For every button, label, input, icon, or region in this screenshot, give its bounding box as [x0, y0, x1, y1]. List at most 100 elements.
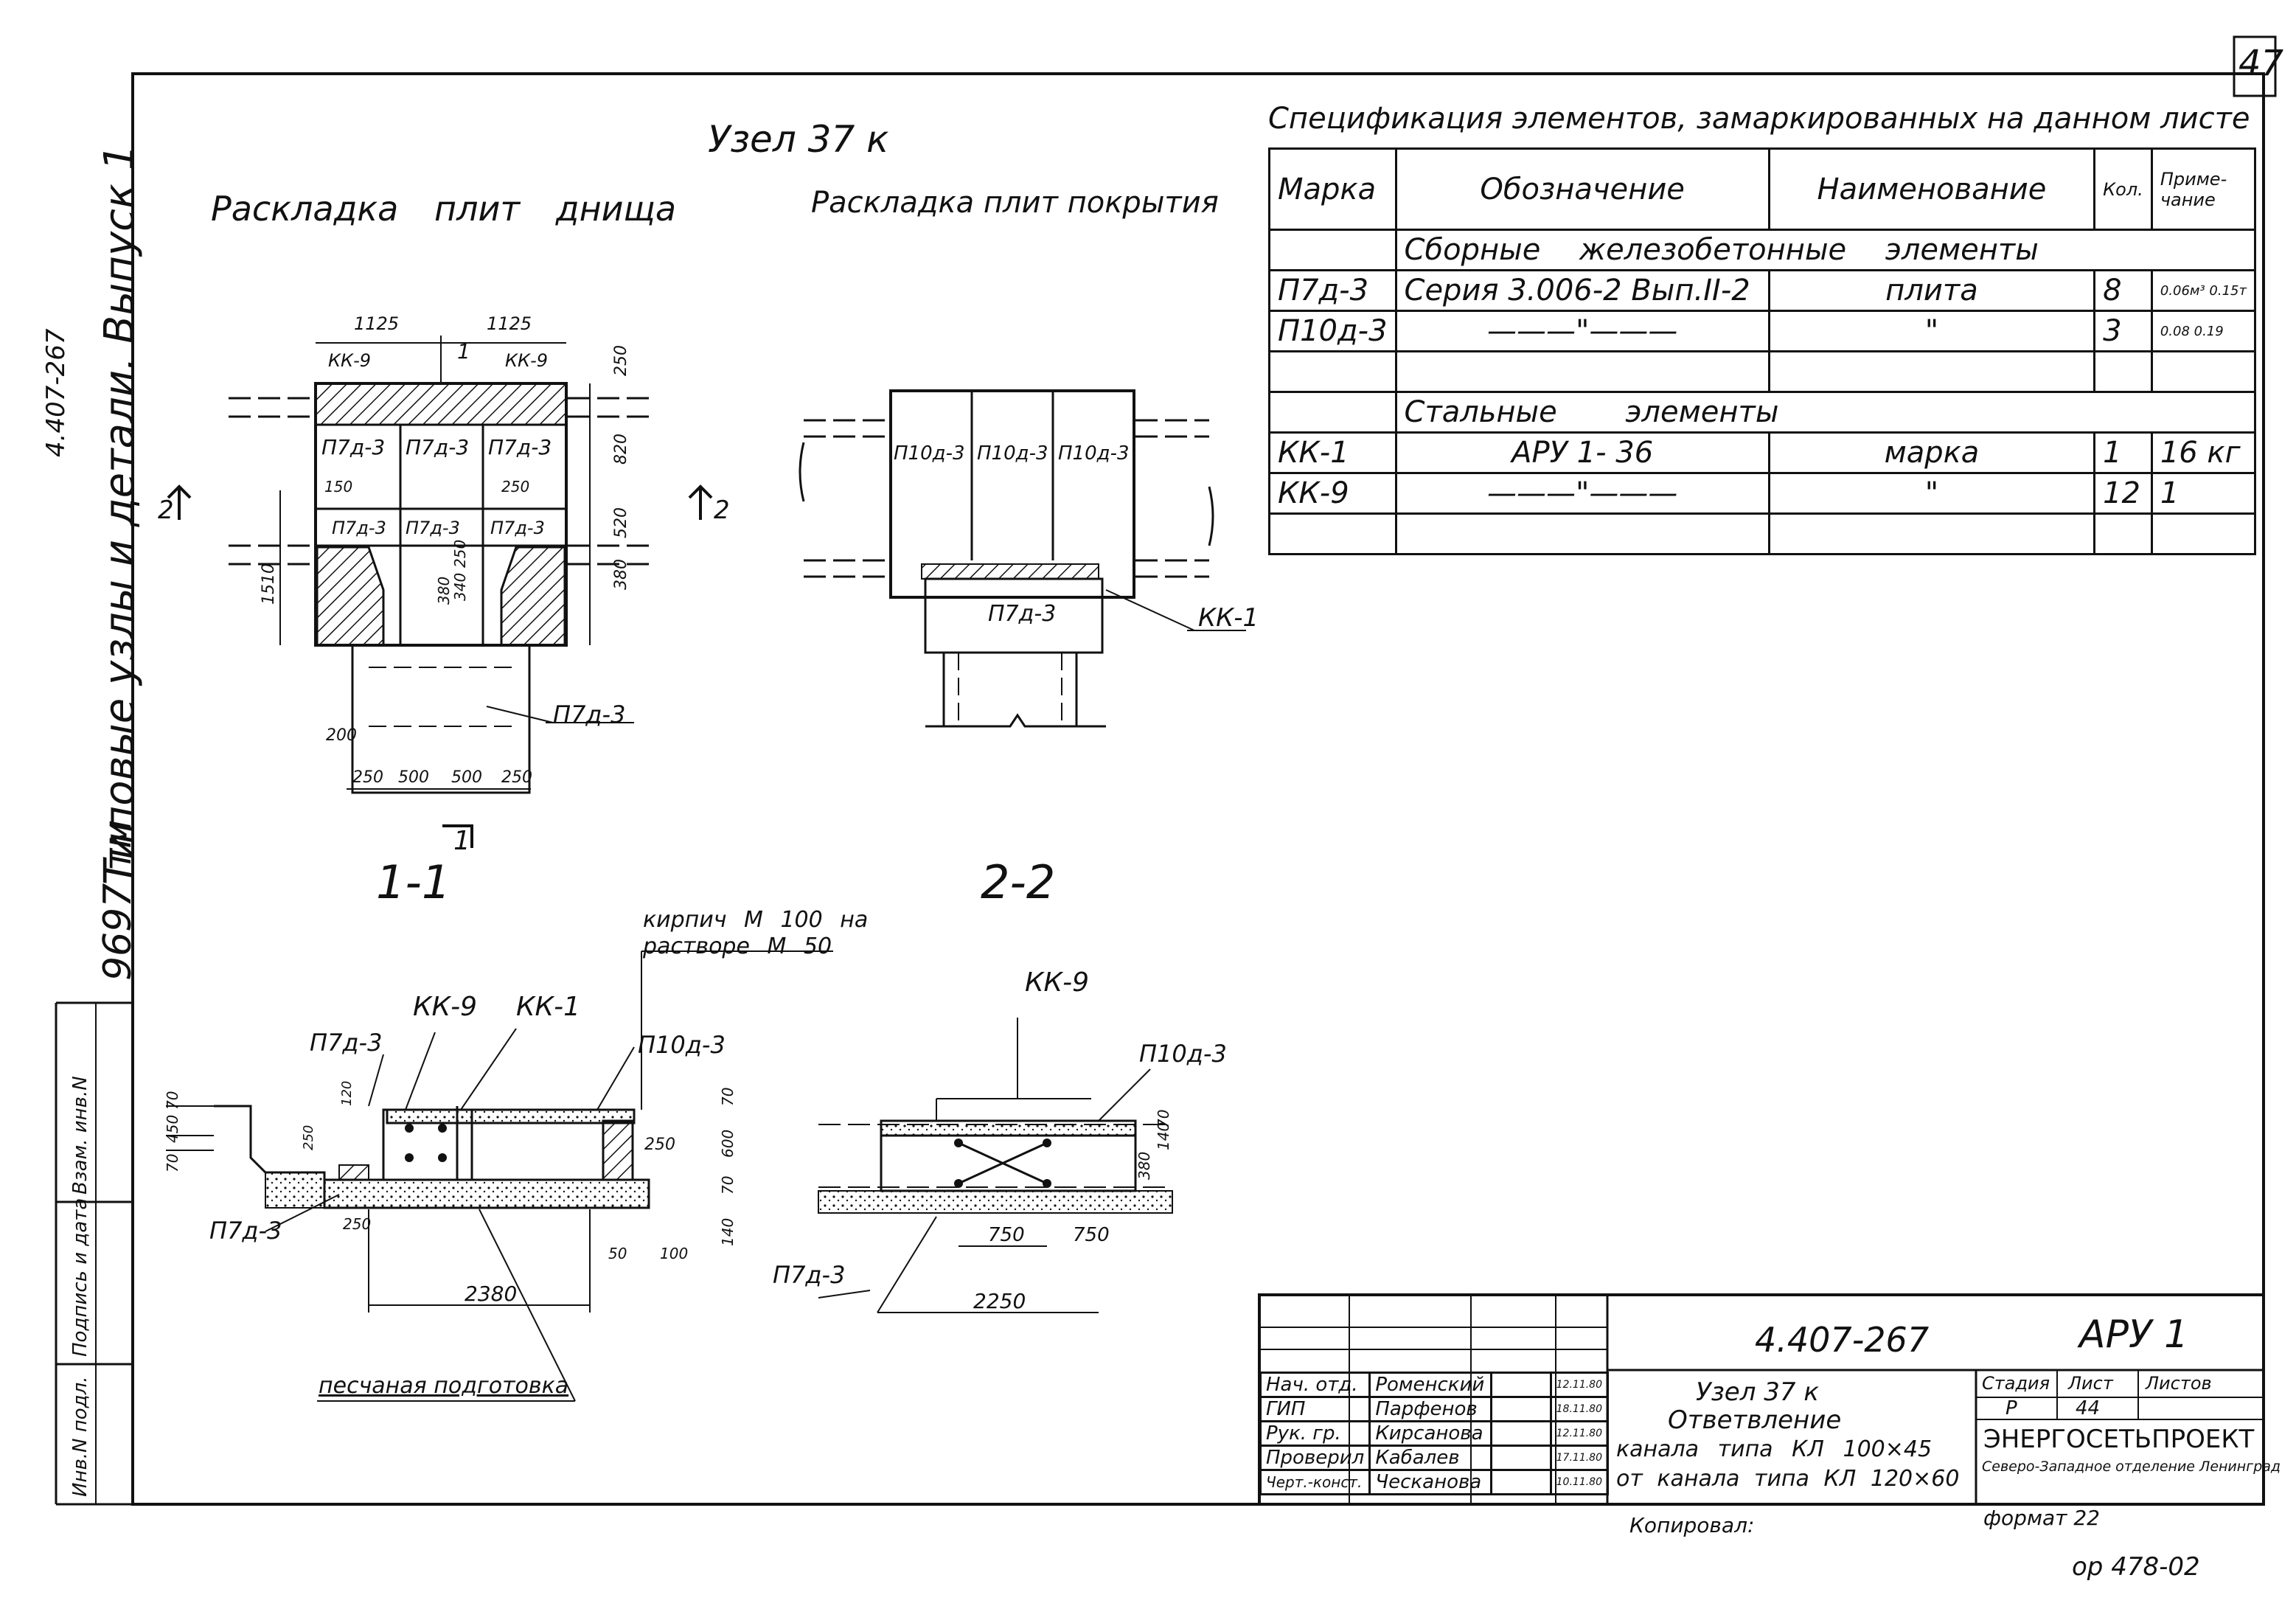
plate-mark-3: П7д-3: [488, 435, 552, 459]
tb-doc-code: 4.407-267: [1755, 1320, 1930, 1360]
spec-group-row: Стальные элементы: [1268, 391, 2257, 434]
tb-person: Парфенов: [1368, 1396, 1492, 1422]
tb-copied: Копировал:: [1629, 1513, 1755, 1537]
tb-org-sub: Северо-Западное отделение Ленинград: [1982, 1459, 2281, 1475]
tb-person: Ческанова: [1368, 1469, 1492, 1495]
sec1-dim-total: 2380: [465, 1282, 518, 1306]
spec-cell: ": [1767, 310, 2096, 352]
table-row: КК-1 АРУ 1- 36 марка 1 16 кг: [1268, 431, 2257, 474]
spec-cell: ———"———: [1394, 472, 1770, 515]
cut-label-1-bottom: 1: [453, 826, 470, 856]
dim-200: 200: [326, 726, 357, 745]
brick-note-1: кирпич М 100 на: [643, 907, 869, 933]
tb-org: ЭНЕРГОСЕТЬПРОЕКТ: [1983, 1425, 2255, 1454]
cover-plate-3: П10д-3: [1058, 442, 1130, 465]
tb-date: 12.11.80: [1549, 1420, 1610, 1447]
spec-cell: 8: [2093, 269, 2153, 312]
tb-desc-2: Ответвление: [1668, 1405, 1842, 1435]
sec2-mark-p10: П10д-3: [1139, 1040, 1227, 1068]
spec-cell: марка: [1767, 431, 2096, 474]
plate-mark-4: П7д-3: [332, 518, 386, 538]
spec-cell: КК-9: [1268, 472, 1397, 515]
spec-cell: П10д-3: [1268, 310, 1397, 352]
plate-mark-2: П7д-3: [406, 435, 470, 459]
brick-note-2: растворе М 50: [643, 934, 832, 959]
table-row: Черт.-конст.Ческанова 10.11.80: [1259, 1469, 1610, 1495]
tb-role: ГИП: [1259, 1396, 1371, 1422]
cover-plate-1: П10д-3: [894, 442, 965, 465]
dim-bottom-3: 500: [451, 768, 482, 787]
plate-mark-6: П7д-3: [490, 518, 545, 538]
dim-top-2: 1125: [487, 313, 532, 334]
spec-h-designation: Обозначение: [1394, 147, 1770, 231]
cover-plate-lower: П7д-3: [988, 601, 1057, 627]
tb-sheets-h: Листов: [2146, 1373, 2212, 1394]
spec-group-row: Сборные железобетонные элементы: [1268, 229, 2257, 271]
tb-date: 18.11.80: [1549, 1396, 1610, 1422]
section-1-title: 1-1: [376, 855, 451, 909]
sand-note: песчаная подготовка: [319, 1373, 569, 1399]
tb-role: Черт.-конст.: [1259, 1469, 1371, 1495]
sec2-mark-p7: П7д-3: [773, 1261, 846, 1289]
tb-stamp: ор 478-02: [2072, 1552, 2200, 1582]
sec1-dim-250c: 250: [343, 1215, 372, 1233]
sec2-dim-750a: 750: [988, 1224, 1025, 1246]
table-row: П10д-3 ———"——— " 3 0.08 0.19: [1268, 310, 2257, 352]
tb-date: 17.11.80: [1549, 1445, 1610, 1471]
tb-role: Проверил: [1259, 1445, 1371, 1471]
spec-header-row: Марка Обозначение Наименование Кол. Прим…: [1268, 147, 2257, 231]
tb-stage-v: Р: [2005, 1397, 2017, 1419]
tb-sheet-h: Лист: [2068, 1373, 2113, 1394]
sec1-dim-100: 100: [660, 1245, 689, 1262]
dim-bottom-2: 500: [398, 768, 429, 787]
plate-mark-1: П7д-3: [321, 435, 386, 459]
cut-label-1-top: 1: [457, 339, 470, 364]
page-number: 47: [2238, 43, 2284, 84]
spec-cell: П7д-3: [1268, 269, 1397, 312]
spec-cell: КК-1: [1268, 431, 1397, 474]
spec-cell: плита: [1767, 269, 2096, 312]
spec-cell: АРУ 1- 36: [1394, 431, 1770, 474]
dim-bottom-4: 250: [501, 768, 532, 787]
tb-desc-4: от канала типа КЛ 120×60: [1616, 1466, 1960, 1492]
tb-stage-h: Стадия: [1982, 1373, 2050, 1394]
tb-signature: [1489, 1396, 1552, 1422]
tb-role: Рук. гр.: [1259, 1420, 1371, 1447]
dim-top-1: 1125: [354, 313, 400, 334]
spec-h-note: Приме- чание: [2150, 147, 2257, 231]
section-2-title: 2-2: [981, 855, 1056, 909]
bottom-layout-title: Раскладка плит днища: [211, 189, 677, 229]
tb-signature: [1489, 1420, 1552, 1447]
sec1-mark-p10: П10д-3: [638, 1031, 726, 1059]
tb-signature: [1489, 1469, 1552, 1495]
tb-desc-1: Узел 37 к: [1696, 1377, 1819, 1407]
spec-h-qty: Кол.: [2093, 147, 2153, 231]
table-row: [1268, 350, 2257, 393]
spec-cell: ": [1767, 472, 2096, 515]
spec-cell: 0.06м³ 0.15т: [2150, 269, 2257, 312]
table-row: [1268, 512, 2257, 555]
spec-cell: 0.08 0.19: [2150, 310, 2257, 352]
table-row: КК-9 ———"——— " 12 1: [1268, 472, 2257, 515]
sec2-dim-750b: 750: [1073, 1224, 1110, 1246]
tb-date: 10.11.80: [1549, 1469, 1610, 1495]
spec-group-2: Стальные элементы: [1394, 391, 2257, 434]
kk9-mark-2: КК-9: [505, 350, 549, 371]
table-row: П7д-3 Серия 3.006-2 Вып.II-2 плита 8 0.0…: [1268, 269, 2257, 312]
tb-sheet-v: 44: [2076, 1397, 2101, 1419]
tb-sheet-code: АРУ 1: [2079, 1313, 2189, 1357]
spec-title: Спецификация элементов, замаркированных …: [1268, 102, 2250, 136]
spec-table: Марка Обозначение Наименование Кол. Прим…: [1268, 147, 2257, 555]
cover-kk1: КК-1: [1198, 603, 1259, 633]
sec1-mark-kk1: КК-1: [516, 992, 581, 1022]
tb-person: Роменский: [1368, 1372, 1492, 1398]
sec2-mark-kk9: КК-9: [1025, 967, 1090, 998]
